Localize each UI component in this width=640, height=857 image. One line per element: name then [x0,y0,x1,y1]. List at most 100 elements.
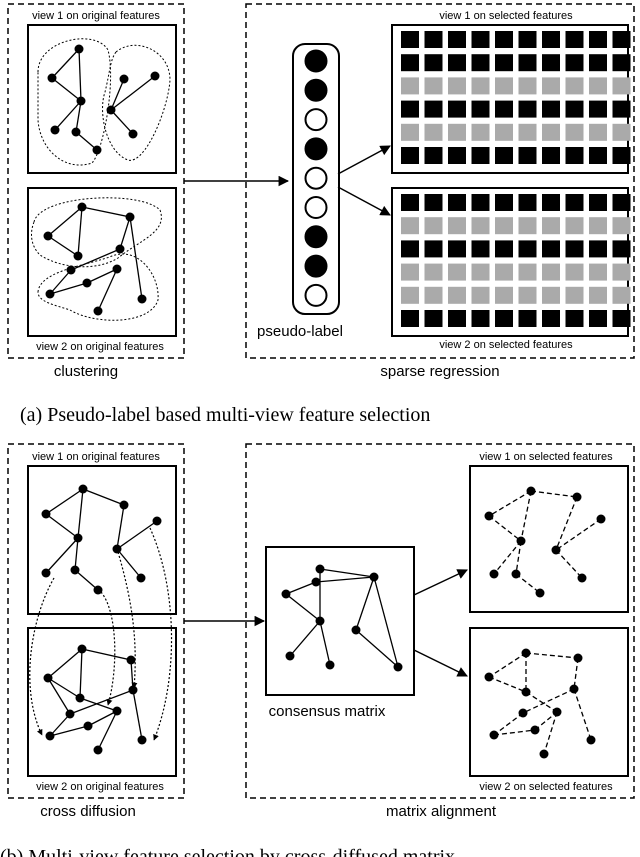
graph-edge [116,504,125,550]
matrix-cell [401,100,419,118]
graph-node [112,544,122,554]
matrix-cell [518,123,537,141]
pseudo-label-filled [304,254,328,278]
matrix-cell [448,54,466,72]
graph-edge [77,488,84,539]
graph-node [535,588,545,598]
graph-edge [82,488,125,506]
consensus-matrix-graph [281,564,403,672]
graph-node [393,662,403,672]
graph-node [73,533,83,543]
pseudo-label-filled [304,137,328,161]
graph-edge [488,515,522,542]
matrix-cell [612,77,631,95]
matrix-cell [589,240,607,258]
matrix-cell [401,77,419,95]
b-view1-selected-label: view 1 on selected features [479,451,613,463]
graph-node [586,735,596,745]
graph-node [577,573,587,583]
pseudo-label-filled [304,78,328,102]
graph-edge [49,713,71,737]
graph-node [41,568,51,578]
pseudo-label-filled [304,225,328,249]
b-view2-selected-graph [484,648,596,759]
matrix-cell [471,286,490,304]
graph-node [281,589,291,599]
b-view1-original-graph [41,484,162,595]
graph-edge [51,77,82,102]
a-figure-caption: (a) Pseudo-label based multi-view featur… [20,404,430,426]
graph-node [551,545,561,555]
matrix-cell [589,77,607,95]
b-view2-original-box [27,627,177,777]
matrix-cell [542,263,560,281]
matrix-cell [495,77,513,95]
matrix-cell [565,310,584,327]
cross-diffusion-panel [7,443,185,799]
graph-node [66,265,76,275]
matrix-cell [401,123,419,141]
graph-node [351,625,361,635]
matrix-cell [495,194,513,211]
a-view1-original-label: view 1 on original features [32,10,160,22]
graph-edge [488,676,527,693]
graph-node [552,707,562,717]
graph-edge [81,206,131,218]
graph-node [489,569,499,579]
graph-edge [49,282,88,295]
pseudo-label-circles [304,49,328,307]
graph-node [78,484,88,494]
a-view1-selected-box [391,24,629,174]
matrix-cell [565,123,584,141]
matrix-cell [542,123,560,141]
b-view1-selected-graph [484,486,606,598]
a-view1-original-graph [37,38,171,166]
matrix-cell [612,310,631,327]
matrix-cell [518,54,537,72]
graph-node [75,693,85,703]
matrix-cell [542,286,560,304]
matrix-cell [589,310,607,327]
graph-node [516,536,526,546]
matrix-cell [495,217,513,235]
graph-node [119,74,129,84]
graph-edge [315,576,375,583]
matrix-cell [542,194,560,211]
graph-edge [555,549,583,579]
graph-node [74,44,84,54]
a-view1-selected-matrix [401,31,631,164]
graph-edge [525,652,579,659]
b-view1-selected-box [469,465,629,613]
matrix-cell [542,31,560,48]
graph-edge [49,725,89,737]
matrix-cell [424,194,443,211]
graph-edge [45,537,79,574]
matrix-cell [565,194,584,211]
graph-node [573,653,583,663]
matrix-cell [612,217,631,235]
graph-edge [110,109,134,135]
matrix-cell [542,77,560,95]
part-a: view 1 on original features view 2 on or… [7,3,635,426]
matrix-cell [518,240,537,258]
graph-node [596,514,606,524]
graph-node [43,673,53,683]
matrix-cell [518,77,537,95]
graph-edge [573,657,579,690]
a-arrow-to-view2 [337,186,391,216]
graph-node [126,655,136,665]
graph-node [82,278,92,288]
b-view2-original-graph [43,644,147,755]
graph-node [43,231,53,241]
diffusion-arrow [149,527,173,741]
matrix-cell [424,77,443,95]
a-view2-selected-matrix [401,194,631,327]
cluster-outline [37,253,159,321]
matrix-cell [424,263,443,281]
matrix-cell [542,310,560,327]
matrix-cell [471,263,490,281]
cluster-outline [31,197,162,268]
graph-node [539,749,549,759]
graph-edge [97,710,118,751]
